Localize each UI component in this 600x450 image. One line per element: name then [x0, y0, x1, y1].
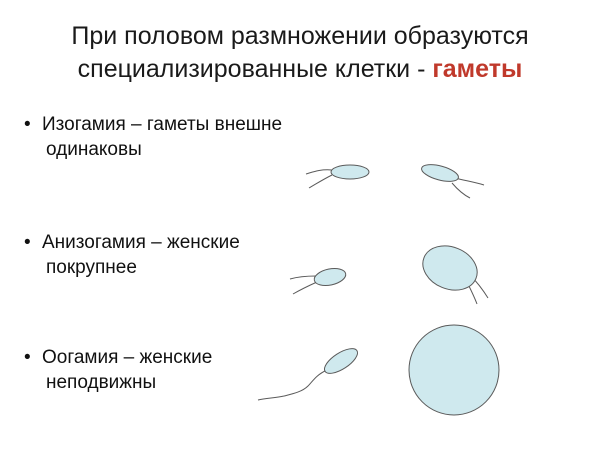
bullet-anisogamy: • Анизогамия – женские покрупнее	[24, 230, 354, 280]
slide-title: При половом размножении образуются специ…	[0, 20, 600, 86]
title-line-2-text: специализированные клетки -	[77, 55, 433, 83]
flagellum	[257, 369, 328, 401]
male-gamete-small-cell	[313, 267, 347, 287]
bullet-isogamy: • Изогамия – гаметы внешне одинаковы	[24, 112, 354, 162]
female-gamete-large-cell	[422, 245, 478, 291]
flagellum	[308, 174, 333, 189]
bullet-isogamy-line-1: Изогамия – гаметы внешне	[42, 114, 283, 135]
bullet-isogamy-line-2: одинаковы	[46, 139, 142, 160]
bullet-marker: •	[24, 232, 31, 253]
bullet-oogamy: • Оогамия – женские неподвижны	[24, 345, 354, 395]
egg-cell	[408, 324, 500, 416]
bullet-oogamy-line-1: Оогамия – женские	[42, 347, 213, 368]
title-line-1: При половом размножении образуются	[71, 22, 529, 50]
flagellum	[451, 182, 471, 199]
bullet-marker: •	[24, 347, 31, 368]
flagellum	[289, 275, 317, 280]
title-line-2: специализированные клетки - гаметы	[0, 53, 600, 86]
title-accent-word: гаметы	[432, 55, 523, 83]
flagellum	[292, 281, 318, 295]
flagellum	[454, 177, 485, 186]
bullet-marker: •	[24, 114, 31, 135]
bullet-oogamy-line-2: неподвижны	[46, 372, 157, 393]
isogamete-right-cell	[421, 164, 459, 182]
flagellum	[305, 169, 333, 175]
sperm-cell	[323, 348, 359, 374]
bullet-anisogamy-line-1: Анизогамия – женские	[42, 232, 240, 253]
bullet-anisogamy-line-2: покрупнее	[46, 257, 137, 278]
isogamete-left-cell	[330, 164, 370, 180]
